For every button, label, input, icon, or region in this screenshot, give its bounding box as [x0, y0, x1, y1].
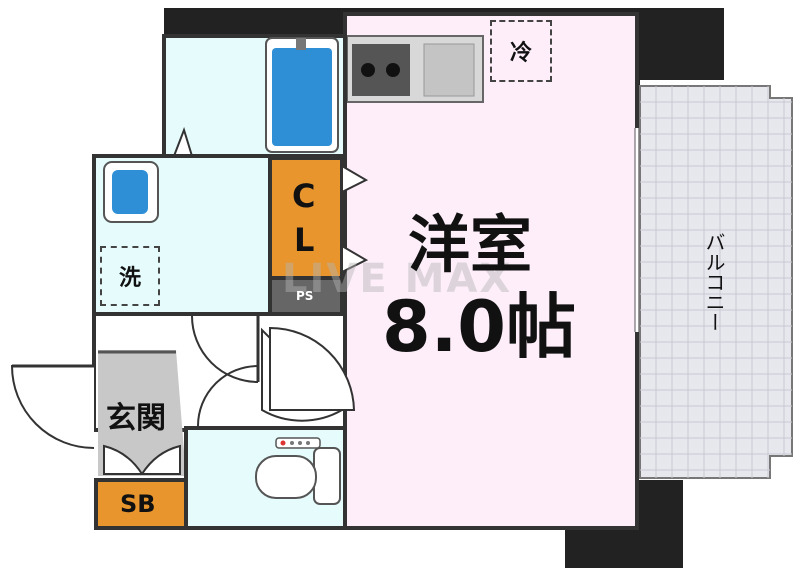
balcony-floor — [639, 85, 793, 479]
toilet-button — [298, 441, 302, 445]
front-door-swing — [10, 365, 95, 449]
entrance-floor — [98, 350, 186, 476]
burner-right — [386, 63, 400, 77]
closet-door-upper — [341, 164, 369, 194]
toilet-button — [290, 441, 294, 445]
toilet-tank — [313, 447, 341, 505]
wash-basin-bowl — [112, 170, 148, 214]
shoe-box — [94, 478, 188, 530]
toilet-bowl — [255, 455, 317, 499]
pipe-space-label: PS — [296, 289, 314, 303]
toilet-button — [306, 441, 310, 445]
entrance-label: 玄関 — [106, 401, 166, 436]
balcony-label: バルコニー — [702, 232, 726, 332]
western-room-label: 洋室 — [408, 208, 533, 281]
closet-floor — [268, 156, 344, 280]
bathtub-water — [272, 48, 332, 146]
toilet-door-swing — [197, 365, 259, 427]
closet-door-lower — [341, 244, 369, 274]
watermark: LIVE MAX — [282, 256, 513, 302]
western-room-size: 8.0帖 — [382, 286, 577, 368]
fridge-space: 冷 — [490, 20, 552, 82]
stove — [352, 44, 410, 96]
balcony-grid — [640, 86, 792, 478]
shoe-box-label: SB — [120, 490, 156, 518]
wash-door-swing — [191, 315, 259, 383]
faucet — [296, 38, 306, 50]
toilet-button — [280, 440, 286, 446]
burner-left — [361, 63, 375, 77]
washer-space: 洗 — [100, 246, 160, 306]
shoe-door-right — [140, 444, 181, 475]
room-door-swing — [269, 326, 356, 411]
kitchen-sink — [423, 43, 475, 97]
closet-label-c: C — [292, 177, 316, 215]
closet-label-l: L — [294, 221, 315, 259]
